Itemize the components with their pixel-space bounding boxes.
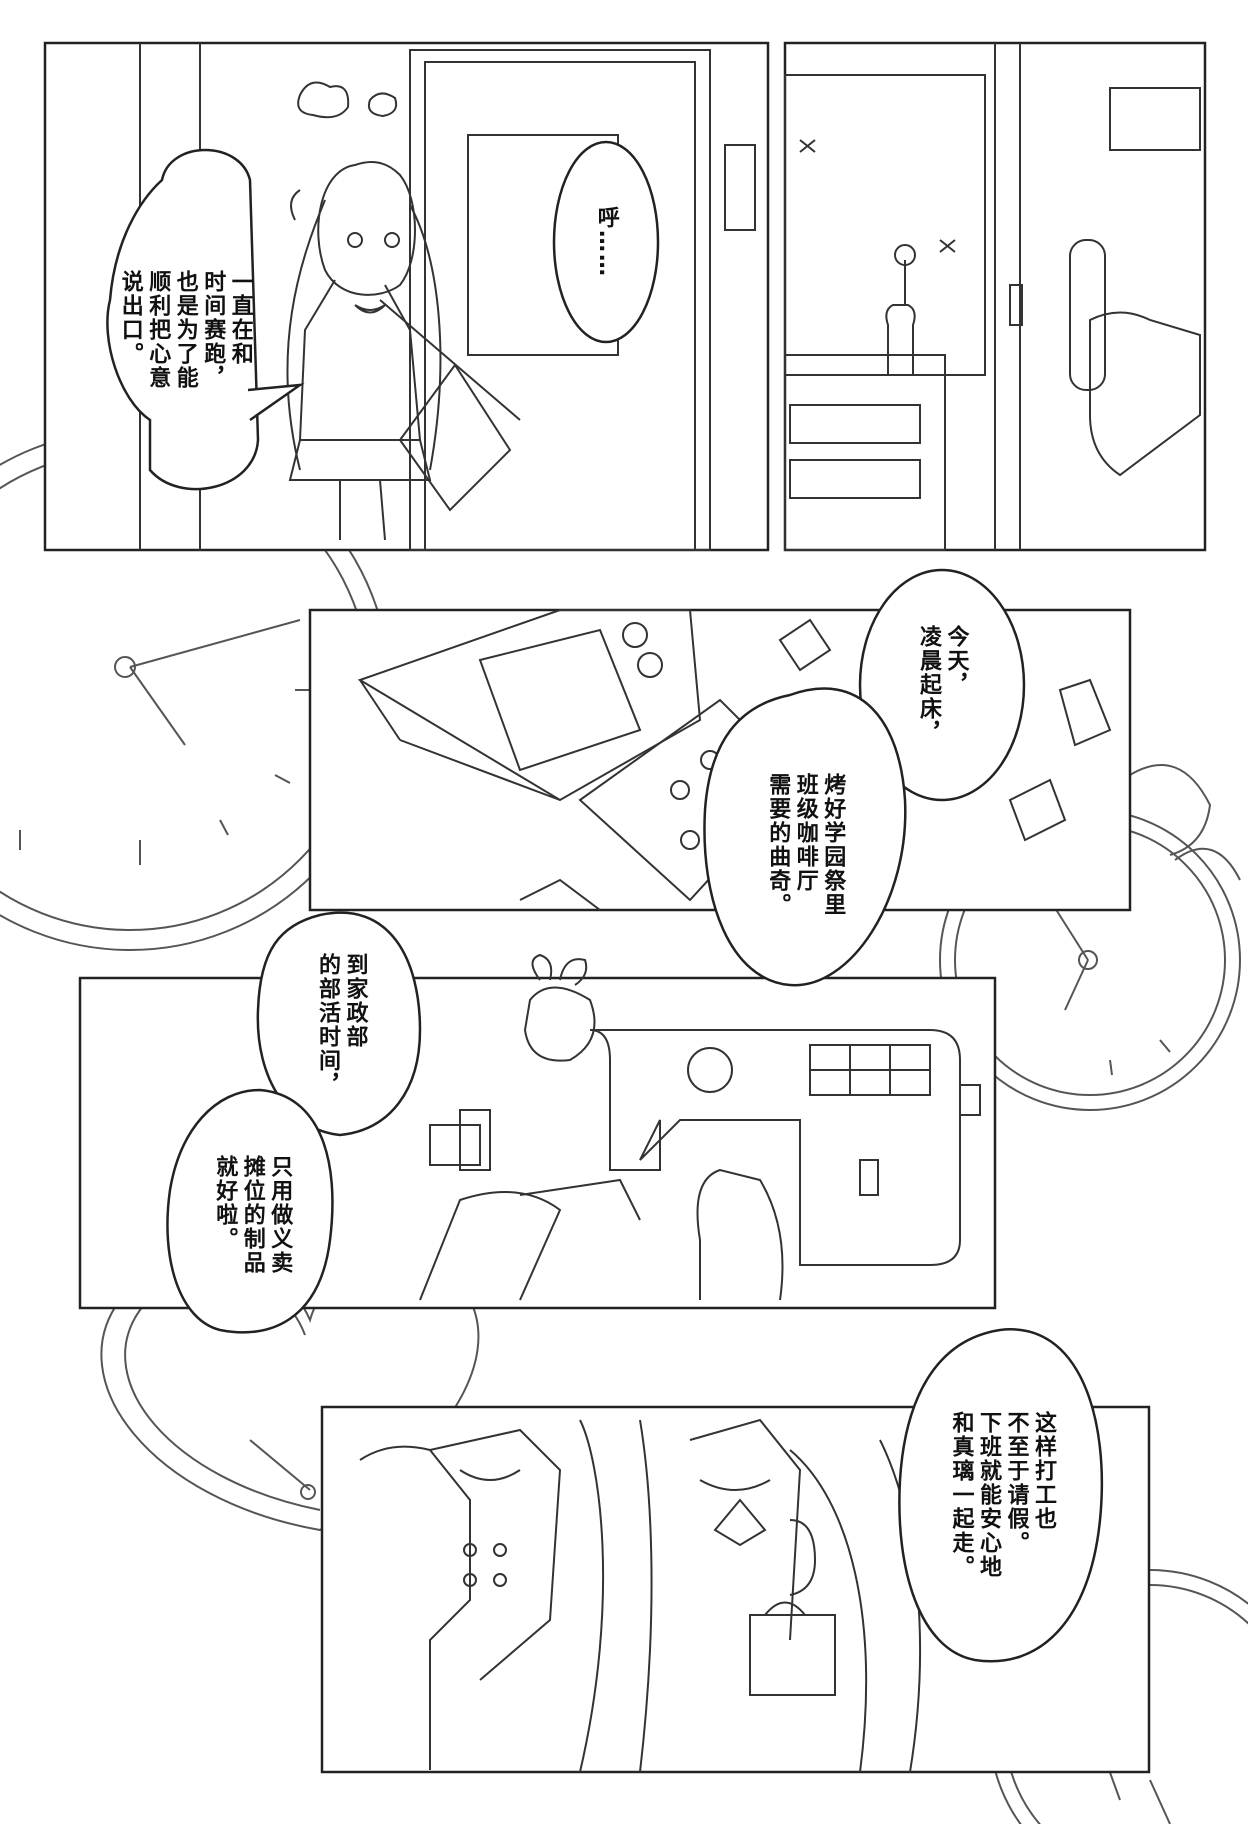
speech-bubble-4: 烤好学园祭里 班级咖啡厅 需要的曲奇。 [712, 720, 898, 970]
speech-bubble-7-shape [898, 1328, 1104, 1663]
speech-bubble-6: 只用做义卖 摊位的制品 就好啦。 [178, 1110, 326, 1320]
speech-bubble-3: 今天， 凌晨起床， [870, 590, 1014, 780]
speech-bubble-1-tail [247, 383, 305, 422]
speech-bubble-2: 呼…… [556, 162, 656, 322]
speech-bubble-2-text: 呼…… [593, 206, 619, 278]
speech-bubble-7-text: 这样打工也 不至于请假。 下班就能安心地 和真璃一起走。 [948, 1411, 1057, 1579]
speech-bubble-4-text: 烤好学园祭里 班级咖啡厅 需要的曲奇。 [765, 773, 846, 917]
speech-bubble-1-text: 一直在和 时间赛跑， 也是为了能 顺利把心意 说出口。 [117, 270, 253, 390]
speech-bubble-5-shape [256, 911, 422, 1137]
speech-bubble-6-shape [166, 1088, 334, 1334]
speech-bubble-1-shape [106, 148, 260, 491]
speech-bubble-3-text: 今天， 凌晨起床， [916, 625, 969, 745]
speech-bubble-6-text: 只用做义卖 摊位的制品 就好啦。 [212, 1155, 293, 1275]
speech-bubble-1: 一直在和 时间赛跑， 也是为了能 顺利把心意 说出口。 [112, 170, 258, 490]
speech-bubble-2-shape [552, 140, 660, 344]
speech-bubble-3-shape [858, 568, 1026, 802]
panel-2 [783, 41, 1207, 552]
speech-bubble-5-text: 到家政部 的部活时间， [315, 953, 368, 1097]
speech-bubble-4-shape [703, 687, 907, 987]
speech-bubble-7: 这样打工也 不至于请假。 下班就能安心地 和真璃一起走。 [908, 1345, 1096, 1645]
speech-bubble-5: 到家政部 的部活时间， [268, 925, 414, 1125]
